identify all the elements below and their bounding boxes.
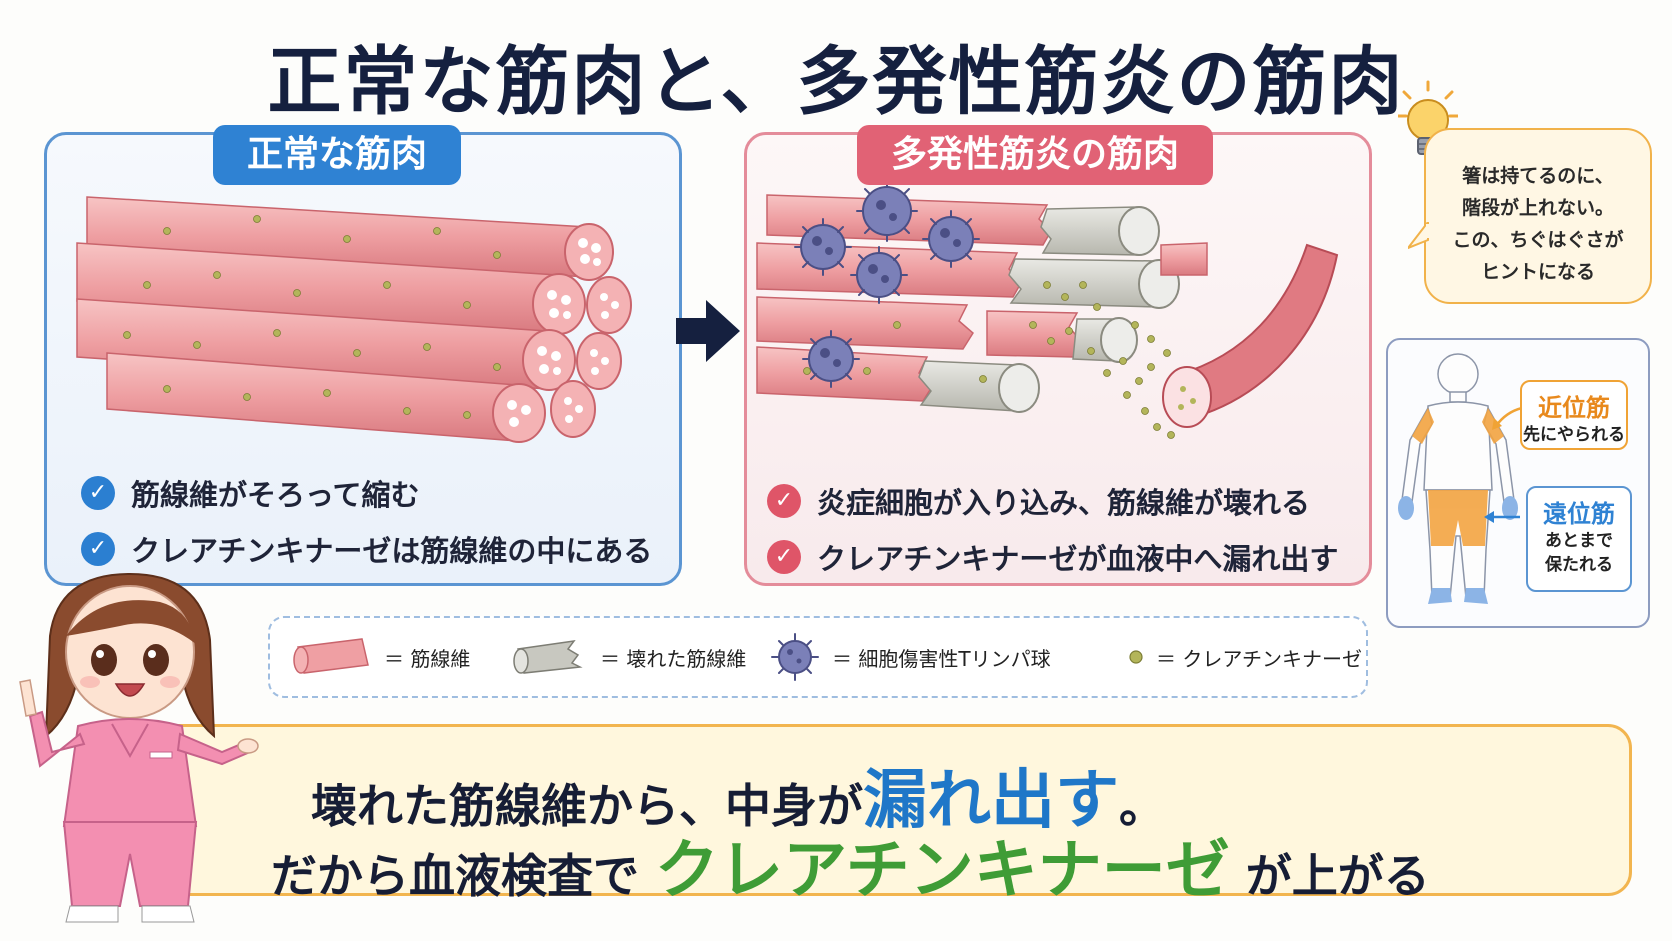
check-icon: ✓ — [767, 540, 801, 574]
distal-sub-1: あとまで — [1545, 531, 1613, 551]
legend-broken-fiber: ＝ 壊れた筋線維 — [510, 618, 746, 696]
summary-line-2-post: が上がる — [1245, 849, 1430, 903]
normal-fiber-bundle-illustration — [76, 196, 632, 443]
blood-vessel — [1162, 243, 1339, 428]
hint-line-4: ヒントになる — [1480, 261, 1595, 283]
nurse-mouth — [114, 683, 146, 697]
summary-highlight-ck: クレアチンキナーゼ — [655, 834, 1230, 908]
t-cell-icon — [802, 330, 860, 388]
distal-muscle-tag: 遠位筋 あとまで 保たれる — [1526, 486, 1632, 592]
t-cell-icon — [850, 246, 908, 304]
hint-line-1: 箸は持てるのに、 — [1462, 165, 1614, 187]
fiber-row-1 — [86, 196, 614, 281]
broken-fiber-icon — [513, 640, 583, 674]
fiber-row-4 — [106, 352, 596, 443]
proximal-title: 近位筋 — [1538, 394, 1610, 422]
legend-ck: ＝ クレアチンキナーゼ — [1126, 618, 1362, 696]
legend-muscle-fiber: ＝ 筋線維 — [290, 618, 470, 696]
summary-line-1-pre: 壊れた筋線維から、中身が — [311, 779, 863, 833]
legend-ck-label: ＝ クレアチンキナーゼ — [1156, 646, 1362, 671]
check-icon: ✓ — [767, 484, 801, 518]
muscle-fiber-icon — [293, 638, 369, 674]
t-cell-icon — [922, 210, 980, 268]
normal-points: ✓ 筋線維がそろって縮む ✓ クレアチンキナーゼは筋線維の中にある — [81, 465, 652, 577]
myositis-muscle-panel: 多発性筋炎の筋肉 ✓ 炎症細胞が入り込み、筋線維が壊れる ✓ クレアチンキナーゼ… — [744, 125, 1372, 586]
ck-dot-icon — [1129, 650, 1143, 664]
damaged-fiber-row-4 — [756, 346, 1040, 413]
myositis-points: ✓ 炎症細胞が入り込み、筋線維が壊れる ✓ クレアチンキナーゼが血液中へ漏れ出す — [767, 473, 1338, 585]
legend-broken-fiber-label: ＝ 壊れた筋線維 — [600, 646, 747, 671]
t-cell-icon — [771, 633, 819, 681]
myositis-point-1-text: 炎症細胞が入り込み、筋線維が壊れる — [817, 486, 1311, 520]
normal-panel-label: 正常な筋肉 — [213, 125, 462, 185]
summary-banner: 壊れた筋線維から、中身が漏れ出す。 だから血液検査で クレアチンキナーゼ が上が… — [156, 724, 1632, 908]
summary-line-2-pre: だから血液検査で — [271, 849, 639, 903]
fiber-row-3 — [76, 298, 622, 391]
arrow-right-icon — [676, 300, 740, 362]
normal-point-1-text: 筋線維がそろって縮む — [131, 478, 420, 512]
distal-title: 遠位筋 — [1543, 500, 1615, 528]
hint-line-3: この、ちぐはぐさが — [1452, 229, 1624, 251]
nurse-eyes — [91, 644, 169, 676]
arrow-to-proximal-icon — [1492, 406, 1523, 430]
myositis-point-2: ✓ クレアチンキナーゼが血液中へ漏れ出す — [767, 529, 1338, 585]
summary-line-1-post: 。 — [1119, 779, 1165, 833]
legend: ＝ 筋線維 ＝ 壊れた筋線維 ＝ 細胞傷害性Tリンパ球 ＝ クレアチンキナーゼ — [268, 616, 1368, 698]
normal-point-2-text: クレアチンキナーゼは筋線維の中にある — [131, 534, 653, 568]
t-cell-icons — [794, 180, 980, 388]
proximal-sub: 先にやられる — [1523, 425, 1625, 445]
legend-t-cell: ＝ 細胞傷害性Tリンパ球 — [768, 618, 1051, 696]
normal-muscle-panel: 正常な筋肉 ✓ 筋線維がそろって縮む ✓ クレアチンキナーゼは筋線維の中にある — [44, 125, 682, 586]
body-diagram: 近位筋 先にやられる 遠位筋 あとまで 保たれる — [1386, 338, 1650, 628]
myositis-panel-label: 多発性筋炎の筋肉 — [857, 125, 1214, 185]
human-figure — [1398, 353, 1518, 604]
nurse-arms — [19, 679, 259, 768]
hint-bubble: 箸は持てるのに、 階段が上れない。 この、ちぐはぐさが ヒントになる — [1408, 128, 1652, 304]
hint-line-2: 階段が上れない。 — [1461, 197, 1614, 219]
myositis-fiber-illustration — [756, 180, 1339, 439]
proximal-muscle-tag: 近位筋 先にやられる — [1520, 380, 1628, 450]
nurse-character-illustration — [19, 572, 259, 923]
t-cell-icon — [794, 218, 852, 276]
ck-dots-inside — [123, 215, 501, 419]
check-icon: ✓ — [81, 532, 115, 566]
arrow-to-distal-icon — [1484, 511, 1520, 523]
bubble-tail — [1408, 222, 1430, 250]
summary-highlight-leak: 漏れ出す — [863, 764, 1119, 838]
distal-muscle-highlight — [1398, 496, 1518, 604]
summary-line-2: だから血液検査で クレアチンキナーゼ が上がる — [271, 819, 1430, 911]
legend-muscle-fiber-label: ＝ 筋線維 — [384, 646, 471, 671]
page-title: 正常な筋肉と、多発性筋炎の筋肉 — [267, 39, 1405, 125]
damaged-fiber-row-3 — [756, 296, 1138, 363]
myositis-point-2-text: クレアチンキナーゼが血液中へ漏れ出す — [817, 542, 1339, 576]
distal-sub-2: 保たれる — [1545, 555, 1613, 575]
fiber-row-2 — [76, 242, 632, 335]
normal-point-1: ✓ 筋線維がそろって縮む — [81, 465, 652, 521]
nurse-body — [62, 718, 198, 923]
legend-t-cell-label: ＝ 細胞傷害性Tリンパ球 — [832, 646, 1051, 671]
myositis-point-1: ✓ 炎症細胞が入り込み、筋線維が壊れる — [767, 473, 1338, 529]
t-cell-icon — [856, 180, 918, 242]
normal-point-2: ✓ クレアチンキナーゼは筋線維の中にある — [81, 521, 652, 577]
check-icon: ✓ — [81, 476, 115, 510]
summary-line-1: 壊れた筋線維から、中身が漏れ出す。 — [311, 749, 1165, 841]
